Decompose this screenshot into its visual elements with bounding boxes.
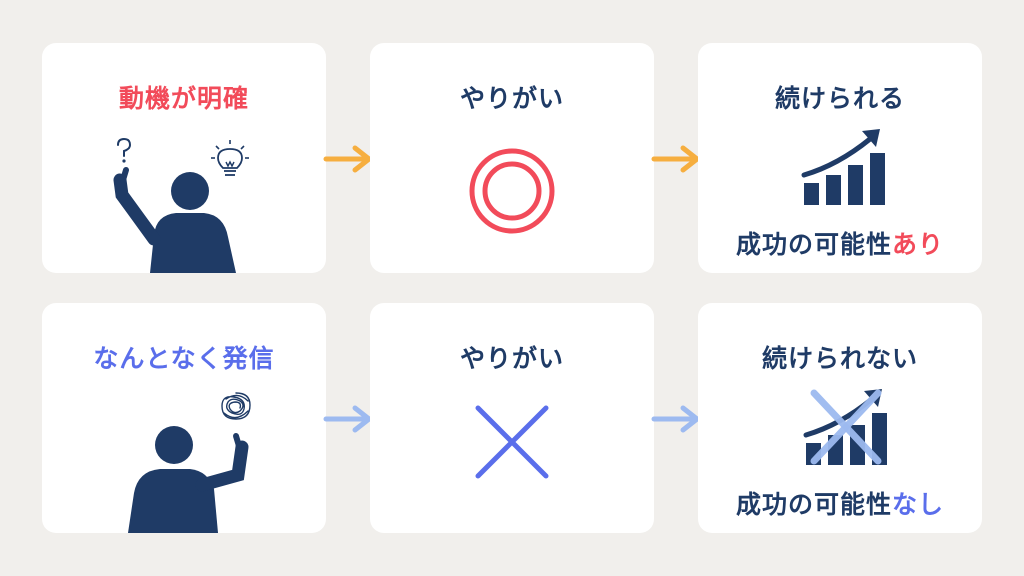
- question-mark-icon: [117, 137, 132, 163]
- success-suffix-no: なし: [892, 490, 945, 519]
- success-possible-text: 成功の可能性あり: [698, 225, 982, 261]
- cross-icon: [475, 405, 549, 479]
- person-pointing-icon: [128, 426, 249, 533]
- card-rewarding-bottom: やりがい: [370, 303, 654, 533]
- motive-clear-title: 動機が明確: [118, 84, 249, 113]
- card-motive-clear: 動機が明確: [42, 43, 326, 273]
- success-impossible-text: 成功の可能性なし: [698, 485, 982, 521]
- tangled-scribble-icon: [221, 392, 251, 420]
- card-rewarding-top: やりがい: [370, 43, 654, 273]
- person-pointing-icon: [113, 167, 236, 273]
- rewarding-title: やりがい: [459, 84, 564, 113]
- rewarding-title: やりがい: [459, 344, 564, 373]
- success-prefix: 成功の可能性: [735, 230, 892, 259]
- cannot-continue-title: 続けられない: [761, 344, 918, 373]
- success-suffix-yes: あり: [892, 230, 945, 259]
- can-continue-title: 続けられる: [774, 84, 905, 113]
- crossed-out-growth-chart-icon: [803, 389, 887, 465]
- lightbulb-icon: [211, 140, 249, 176]
- card-cannot-continue: 続けられない 成功の可能性なし: [698, 303, 982, 533]
- success-prefix: 成功の可能性: [735, 490, 892, 519]
- arrow-right-light-blue-icon: [651, 405, 700, 433]
- arrow-right-orange-icon: [323, 145, 372, 173]
- card-motive-vague: なんとなく発信: [42, 303, 326, 533]
- arrow-right-light-blue-icon: [323, 405, 372, 433]
- arrow-right-orange-icon: [651, 145, 700, 173]
- double-circle-icon: [469, 148, 555, 234]
- growth-bar-chart-icon: [801, 129, 885, 205]
- card-can-continue: 続けられる 成功の可能性あり: [698, 43, 982, 273]
- motive-vague-title: なんとなく発信: [93, 344, 275, 373]
